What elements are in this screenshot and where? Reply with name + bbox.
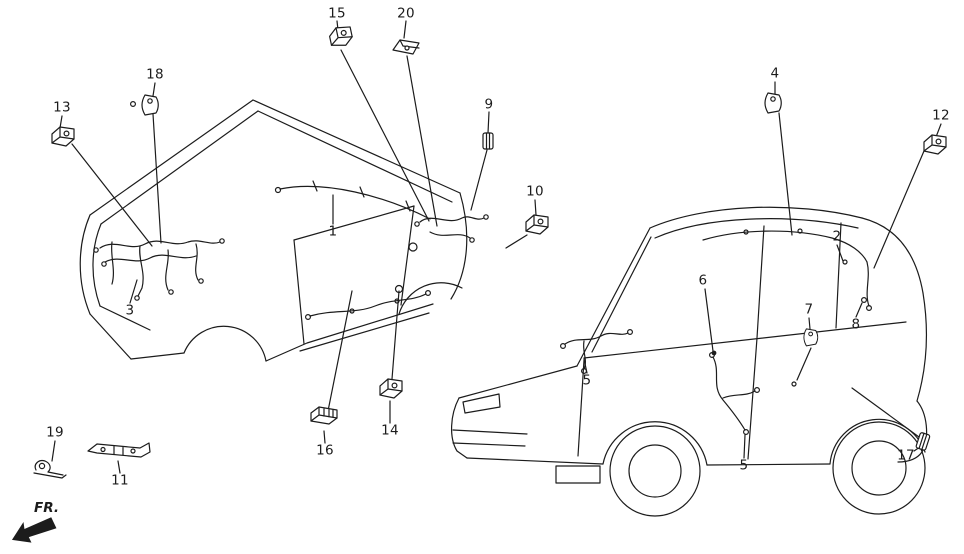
part-19-clamp-icon [33, 459, 67, 479]
callout-15: 15 [328, 5, 346, 22]
fr-label: FR. [34, 500, 59, 516]
part-18-screw-icon [130, 100, 137, 107]
roof-harness-wire [274, 180, 431, 220]
right-roof-harness-wiring [702, 228, 872, 356]
callout-3: 3 [125, 302, 135, 319]
left-car-body-outline [79, 99, 468, 362]
callout-12: 12 [932, 107, 950, 124]
floor-harness-wiring [559, 329, 633, 375]
callout-10: 10 [526, 183, 544, 200]
fr-direction-indicator: FR. [8, 496, 80, 548]
callout-19: 19 [46, 424, 64, 441]
callout-9: 9 [484, 96, 494, 113]
callout-16: 16 [316, 442, 334, 459]
callout-1: 1 [328, 223, 338, 240]
part-11-bracket-icon [87, 442, 151, 458]
callout-11: 11 [111, 472, 129, 489]
sill-harness-wire [305, 290, 432, 321]
leader-lines [51, 20, 942, 474]
cowl-harness-wiring [414, 214, 489, 243]
part-10-clip-icon [525, 214, 549, 235]
part-16-connector-icon [310, 406, 338, 425]
callout-18: 18 [146, 66, 164, 83]
part-15-clip-icon [327, 24, 355, 49]
callout-7: 7 [804, 301, 814, 318]
rear-harness-wiring [708, 352, 797, 436]
callout-2: 2 [832, 228, 842, 245]
callout-5-left: 5 [582, 372, 592, 389]
line-art-root [33, 20, 947, 517]
part-18-clip-icon [141, 94, 159, 116]
callout-13: 13 [53, 99, 71, 116]
part-14-clip-icon [379, 378, 403, 399]
callout-17: 17 [897, 447, 915, 464]
callout-5-right: 5 [739, 457, 749, 474]
part-7-clip-icon [803, 328, 819, 347]
part-13-clip-icon [51, 126, 75, 147]
right-car-body-outline [451, 206, 928, 517]
part-20-bracket-icon [392, 39, 420, 55]
part-17-connector-icon [915, 431, 931, 452]
callout-14: 14 [381, 422, 399, 439]
callout-8: 8 [851, 316, 861, 333]
callout-6: 6 [698, 272, 708, 289]
callout-4: 4 [770, 65, 780, 82]
dash-harness-wiring [93, 238, 225, 301]
callout-20: 20 [397, 5, 415, 22]
part-9-connector-icon [482, 132, 494, 150]
part-12-clip-icon [923, 134, 947, 155]
part-4-clip-icon [764, 92, 782, 114]
fr-arrow-icon [11, 517, 57, 543]
